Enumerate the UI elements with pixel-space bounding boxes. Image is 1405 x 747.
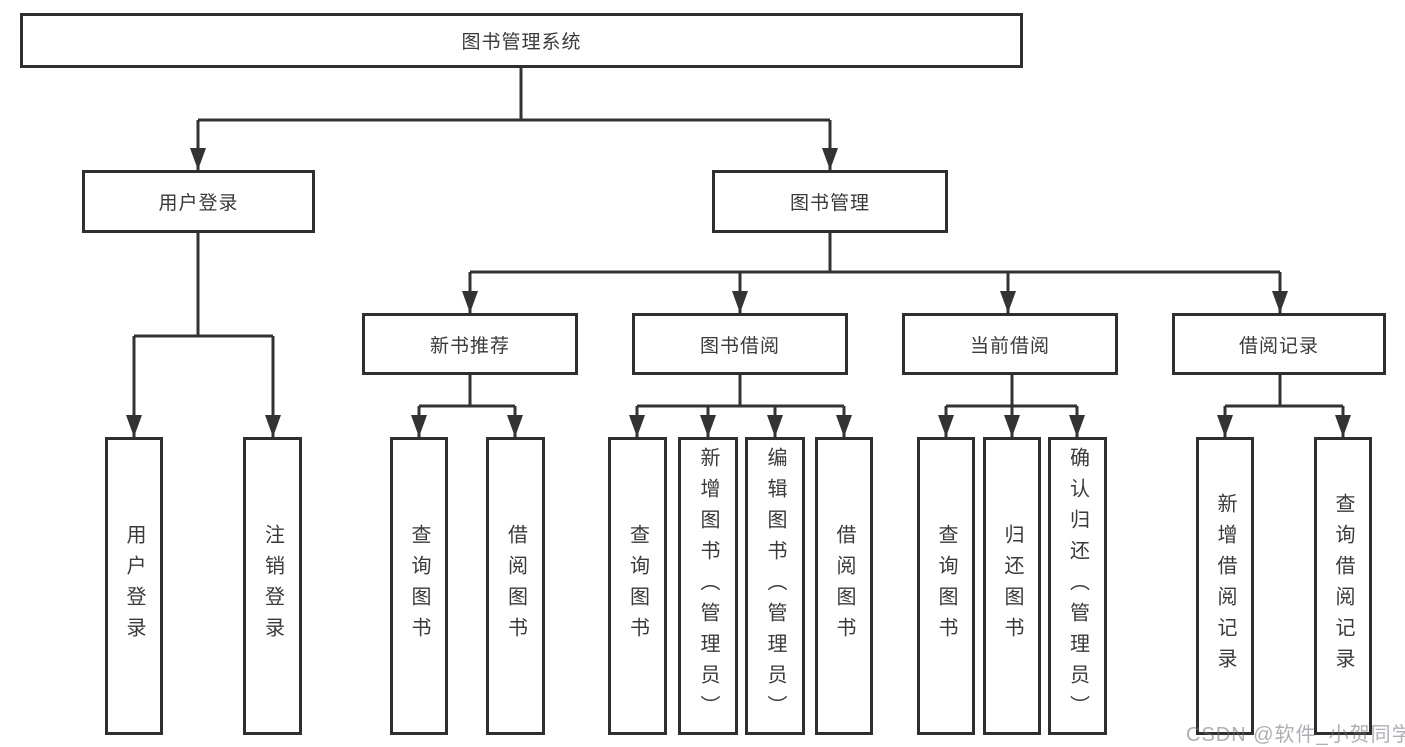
leaf-query-books-current-label: 查询图书 [935, 524, 957, 648]
leaf-logout-label: 注销登录 [261, 524, 284, 648]
node-borrowing-records-label: 借阅记录 [1238, 335, 1319, 357]
leaf-return-books-label: 归还图书 [1001, 524, 1023, 648]
node-book-management: 图书管理 [712, 170, 948, 233]
leaf-query-books-current: 查询图书 [917, 437, 975, 735]
leaf-logout: 注销登录 [243, 437, 302, 735]
leaf-add-book-admin-label: 新增图书（管理员） [697, 446, 719, 726]
leaf-user-login: 用户登录 [105, 437, 163, 735]
leaf-edit-book-admin: 编辑图书（管理员） [745, 437, 805, 735]
leaf-return-books: 归还图书 [983, 437, 1041, 735]
leaf-query-books-borrowing-label: 查询图书 [626, 524, 649, 648]
node-borrowing-records: 借阅记录 [1172, 313, 1386, 375]
leaf-add-book-admin: 新增图书（管理员） [678, 437, 738, 735]
node-user-login-label: 用户登录 [158, 193, 239, 214]
node-new-book-recommendation-label: 新书推荐 [429, 335, 510, 357]
node-user-login: 用户登录 [82, 170, 315, 233]
node-book-management-label: 图书管理 [789, 193, 870, 214]
leaf-edit-book-admin-label: 编辑图书（管理员） [764, 446, 786, 726]
leaf-borrow-books-recommend: 借阅图书 [486, 437, 545, 735]
leaf-borrow-books-recommend-label: 借阅图书 [504, 524, 527, 648]
leaf-add-borrow-record-label: 新增借阅记录 [1214, 493, 1236, 679]
leaf-confirm-return-admin-label: 确认归还（管理员） [1066, 446, 1089, 726]
leaf-query-borrow-record: 查询借阅记录 [1314, 437, 1372, 735]
node-current-borrowing-label: 当前借阅 [969, 335, 1050, 357]
node-root-label: 图书管理系统 [461, 32, 582, 53]
node-book-borrowing-label: 图书借阅 [699, 335, 780, 357]
node-root: 图书管理系统 [20, 13, 1023, 68]
node-book-borrowing: 图书借阅 [632, 313, 848, 375]
leaf-query-books-borrowing: 查询图书 [608, 437, 667, 735]
csdn-watermark: CSDN @软件_小贺同学 [1186, 724, 1405, 746]
leaf-add-borrow-record: 新增借阅记录 [1196, 437, 1254, 735]
node-new-book-recommendation: 新书推荐 [362, 313, 578, 375]
leaf-query-borrow-record-label: 查询借阅记录 [1332, 493, 1354, 679]
leaf-query-books-recommend: 查询图书 [390, 437, 448, 735]
leaf-query-books-recommend-label: 查询图书 [408, 524, 430, 648]
leaf-borrow-books-borrowing-label: 借阅图书 [833, 524, 855, 648]
leaf-confirm-return-admin: 确认归还（管理员） [1048, 437, 1107, 735]
node-current-borrowing: 当前借阅 [902, 313, 1118, 375]
leaf-borrow-books-borrowing: 借阅图书 [815, 437, 873, 735]
leaf-user-login-label: 用户登录 [123, 524, 145, 648]
